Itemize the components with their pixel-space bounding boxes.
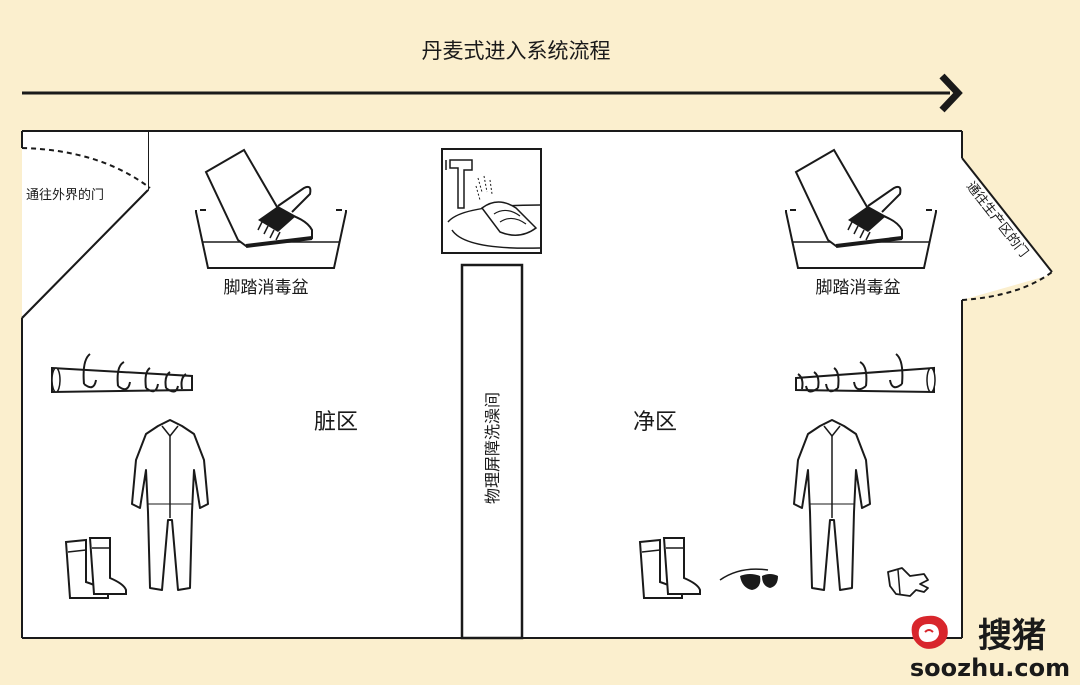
rubber-boots-icon [638, 537, 701, 599]
clean-zone-label: 净区 [633, 410, 677, 435]
coat-rack-icon [795, 353, 936, 394]
coverall-icon [793, 419, 871, 591]
watermark-brand: 搜猪 [978, 616, 1046, 656]
pig-logo-icon [911, 615, 948, 649]
footbath-left-label: 脚踏消毒盆 [224, 278, 309, 298]
barrier-shower: 物理屏障洗澡间 [460, 263, 524, 640]
footbath-right-label: 脚踏消毒盆 [816, 278, 901, 298]
production-door: 通往生产区的门 [961, 157, 1053, 301]
arrow-right-icon [22, 73, 963, 113]
coat-rack-icon [51, 353, 193, 394]
rubber-boots-icon [64, 537, 127, 599]
barrier-shower-label: 物理屏障洗澡间 [483, 392, 502, 504]
footbath-brush-icon [195, 148, 347, 269]
safety-goggles-icon [719, 568, 778, 590]
coverall-icon [131, 419, 209, 591]
outer-door-label: 通往外界的门 [26, 187, 104, 203]
handwash-sink-icon [441, 148, 542, 254]
footbath-brush-icon [785, 148, 937, 269]
gloves-icon [887, 567, 929, 597]
outer-door: 通往外界的门 [21, 147, 151, 203]
watermark-url: soozhu.com [910, 654, 1070, 682]
dirty-zone-label: 脏区 [314, 410, 358, 435]
diagram-title: 丹麦式进入系统流程 [422, 39, 611, 63]
